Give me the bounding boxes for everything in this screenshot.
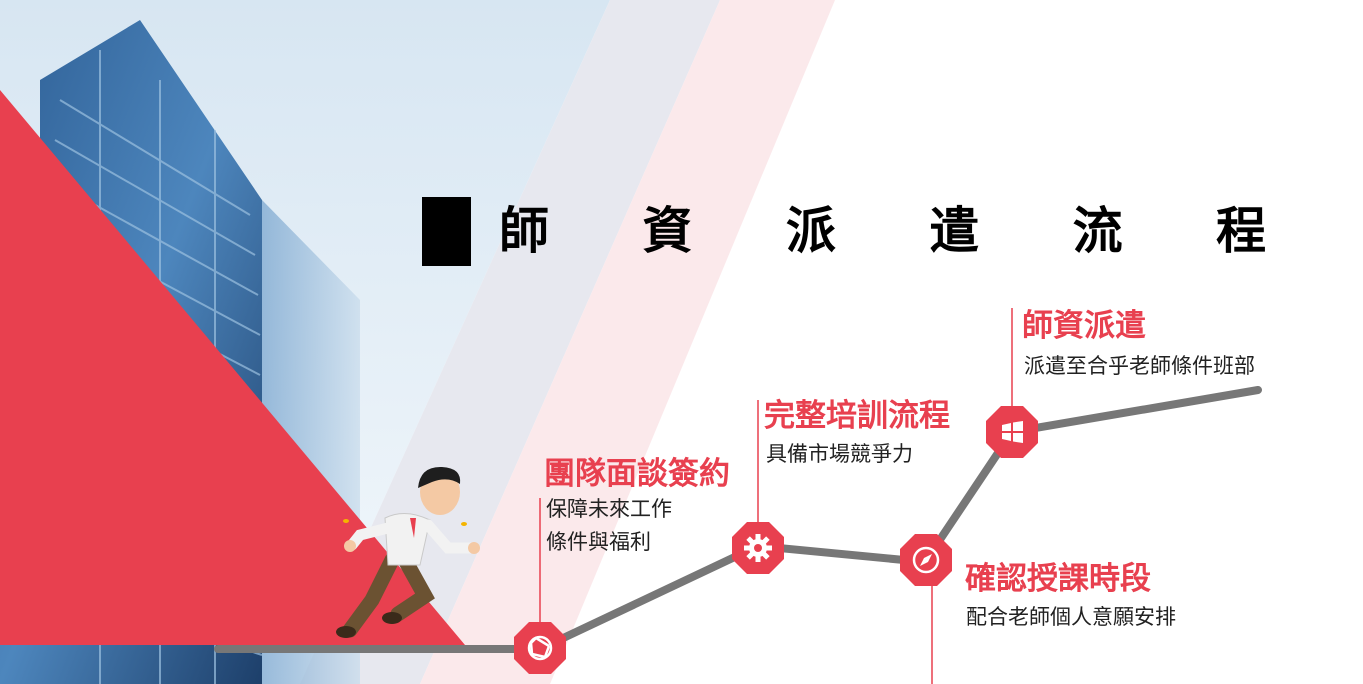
gear-icon: [744, 534, 772, 562]
step-interview-desc-line: 條件與福利: [546, 530, 651, 554]
compass-icon: [912, 546, 940, 574]
red-ramp: [0, 90, 465, 645]
node-schedule: [900, 534, 952, 586]
windows-icon: [1002, 421, 1023, 443]
page-title-group: 師 資 派 遣 流 程: [422, 196, 1304, 266]
step-schedule-desc-line: 配合老師個人意願安排: [966, 605, 1176, 629]
step-interview-desc-line: 保障未來工作: [546, 497, 672, 521]
title-block-mark: [422, 196, 471, 266]
pink-diagonal-band: [420, 0, 835, 684]
running-man-illustration: [336, 466, 480, 638]
step-training-desc-line: 具備市場競爭力: [766, 442, 913, 466]
step-dispatch-title: 師資派遣: [1022, 308, 1146, 344]
step-training-desc: 具備市場競爭力: [766, 438, 913, 471]
step-dispatch-desc-line: 派遣至合乎老師條件班部: [1024, 354, 1255, 378]
step-schedule-title: 確認授課時段: [965, 561, 1151, 597]
step-interview-desc: 保障未來工作 條件與福利: [546, 493, 672, 559]
node-interview: [514, 622, 566, 674]
page-title: 師 資 派 遣 流 程: [499, 202, 1305, 260]
step-interview-title: 團隊面談簽約: [544, 456, 730, 492]
node-dispatch: [986, 406, 1038, 458]
step-schedule-desc: 配合老師個人意願安排: [966, 601, 1176, 634]
step-dispatch-desc: 派遣至合乎老師條件班部: [1024, 350, 1255, 383]
step-training-title: 完整培訓流程: [764, 398, 950, 434]
aperture-icon: [527, 635, 553, 661]
progress-line: [214, 386, 1262, 653]
node-training: [732, 522, 784, 574]
